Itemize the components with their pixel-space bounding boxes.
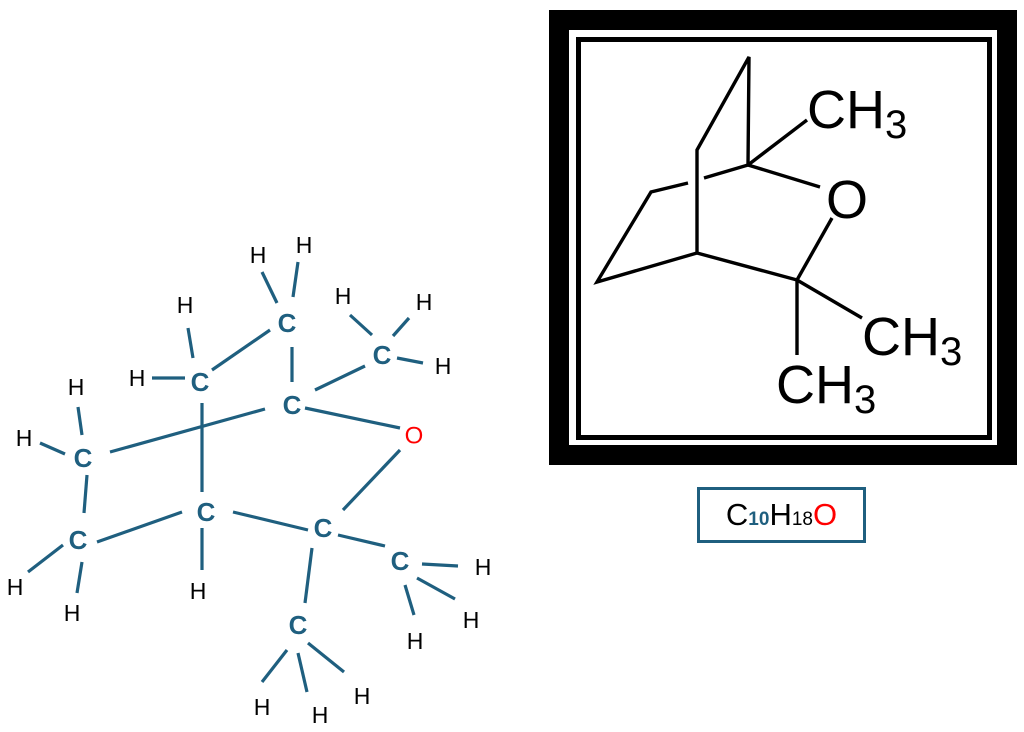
carbon-atom: C: [391, 546, 410, 576]
hydrogen-atom: H: [296, 232, 313, 258]
bond: [416, 576, 456, 601]
hydrogen-atom: H: [354, 683, 371, 709]
formula-hydrogen-symbol: H: [769, 497, 792, 532]
bond: [795, 217, 834, 281]
bond: [337, 533, 386, 548]
bond: [746, 118, 809, 167]
carbon-atom: C: [314, 513, 333, 543]
carbon-atom: C: [69, 525, 88, 555]
bond: [291, 261, 300, 298]
hydrogen-atom: H: [177, 292, 194, 318]
bond: [348, 313, 374, 337]
bond: [703, 163, 749, 180]
formula-oxygen-symbol: O: [812, 497, 838, 532]
expanded-bonds: [27, 261, 459, 693]
bond: [186, 327, 195, 359]
hydrogen-atom: H: [335, 283, 352, 309]
carbon-atom: C: [197, 497, 216, 527]
oxygen-atom: O: [405, 423, 424, 450]
carbon-atom: C: [289, 610, 308, 640]
hydrogen-atom: H: [475, 554, 492, 580]
hydrogen-atoms: H H H H H H H H H H H H H H H H H H: [7, 232, 492, 728]
carbon-atom: C: [278, 308, 297, 338]
bond: [747, 163, 821, 189]
bond: [341, 448, 402, 512]
bond: [260, 271, 279, 304]
hydrogen-atom: H: [68, 374, 85, 400]
bond: [82, 474, 89, 514]
hydrogen-atom: H: [129, 365, 146, 391]
bond: [696, 251, 798, 282]
bond: [303, 547, 314, 604]
bond: [304, 406, 401, 430]
hydrogen-atom: H: [7, 574, 24, 600]
bond: [306, 641, 346, 674]
bond: [39, 441, 66, 456]
skeletal-structure-frame: [549, 10, 1017, 465]
bond: [396, 356, 424, 365]
bond: [314, 364, 366, 392]
skeletal-bonds: [593, 56, 863, 355]
hydrogen-atom: H: [254, 694, 271, 720]
bond: [76, 406, 84, 436]
bond: [391, 316, 411, 338]
hydrogen-atom: H: [435, 353, 452, 379]
formula-carbon-symbol: C: [725, 497, 749, 532]
bond: [296, 652, 309, 693]
expanded-structure-diagram: C C C C C C C C C C O H H H H H H H H H …: [7, 232, 492, 728]
hydrogen-atom: H: [463, 607, 480, 633]
methyl-label-top: CH3: [807, 80, 907, 147]
oxygen-label: O: [826, 170, 868, 230]
carbon-atom: C: [191, 367, 210, 397]
bond: [796, 278, 863, 320]
formula-hydrogen-count: 18: [791, 509, 813, 530]
bond: [75, 561, 84, 594]
methyl-label-bottom: CH3: [776, 355, 876, 422]
formula-carbon-count: 10: [748, 509, 770, 530]
hydrogen-atom: H: [416, 289, 433, 315]
hydrogen-atom: H: [250, 242, 267, 268]
methyl-label-right: CH3: [862, 307, 962, 374]
carbon-atom: C: [373, 340, 392, 370]
carbon-atom: C: [283, 390, 302, 420]
hydrogen-atom: H: [16, 425, 33, 451]
hydrogen-atom: H: [312, 702, 329, 728]
hydrogen-atom: H: [64, 600, 81, 626]
bond: [403, 584, 416, 616]
skeletal-structure-inner-border: [576, 37, 992, 440]
bond: [593, 56, 751, 285]
bond: [260, 649, 289, 683]
hydrogen-atom: H: [407, 628, 424, 654]
bond: [27, 543, 64, 574]
carbon-atoms: C C C C C C C C C C: [69, 308, 410, 640]
bond: [211, 328, 271, 372]
bond: [109, 407, 266, 454]
hydrogen-atom: H: [190, 578, 207, 604]
bond: [421, 562, 459, 568]
bond: [232, 510, 309, 532]
carbon-atom: C: [74, 443, 93, 473]
bond: [96, 510, 183, 544]
